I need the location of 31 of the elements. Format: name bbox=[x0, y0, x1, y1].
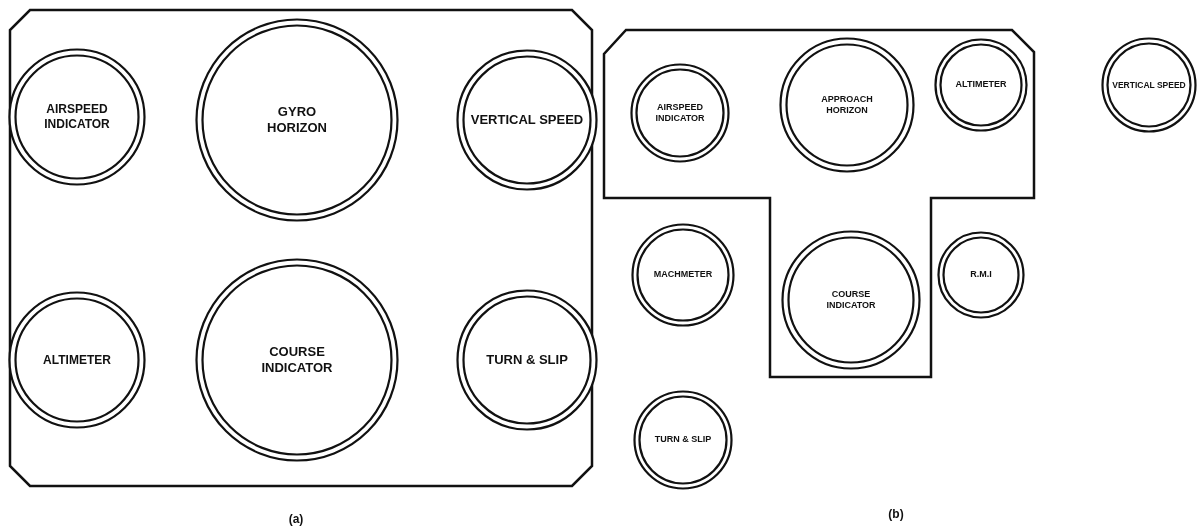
dial-label: VERTICAL SPEED bbox=[1112, 79, 1186, 91]
dial-label: APPROACH HORIZON bbox=[820, 93, 874, 117]
instrument-dial bbox=[781, 230, 921, 370]
dial-label: TURN & SLIP bbox=[486, 351, 568, 369]
instrument-dial bbox=[456, 289, 598, 431]
dial-label: GYRO HORIZON bbox=[266, 103, 328, 137]
instrument-dial bbox=[195, 258, 399, 462]
instrument-dial bbox=[8, 291, 146, 429]
instrument-dial bbox=[934, 38, 1028, 132]
dial-label: AIRSPEED INDICATOR bbox=[43, 102, 111, 132]
instrument-dial bbox=[631, 223, 735, 327]
instrument-dial bbox=[195, 18, 399, 222]
instrument-dial bbox=[456, 49, 598, 191]
dial-label: ALTIMETER bbox=[955, 79, 1007, 91]
instrument-dial bbox=[779, 37, 915, 173]
dial-label: TURN & SLIP bbox=[654, 434, 712, 446]
instrument-dial bbox=[1101, 37, 1197, 133]
dial-label: AIRSPEED INDICATOR bbox=[654, 101, 706, 125]
dial-label: VERTICAL SPEED bbox=[470, 111, 584, 129]
dial-label: ALTIMETER bbox=[43, 352, 111, 368]
dial-label: COURSE INDICATOR bbox=[260, 343, 334, 377]
instrument-dial bbox=[633, 390, 733, 490]
panel-caption: (b) bbox=[888, 506, 904, 523]
dial-label: COURSE INDICATOR bbox=[825, 288, 877, 312]
dial-label: R.M.I bbox=[970, 269, 992, 281]
instrument-dial bbox=[937, 231, 1025, 319]
panel-caption: (a) bbox=[288, 511, 304, 528]
instrument-dial bbox=[8, 48, 146, 186]
instrument-panel bbox=[602, 28, 1038, 380]
instrument-dial bbox=[630, 63, 730, 163]
dial-label: MACHMETER bbox=[653, 269, 713, 281]
